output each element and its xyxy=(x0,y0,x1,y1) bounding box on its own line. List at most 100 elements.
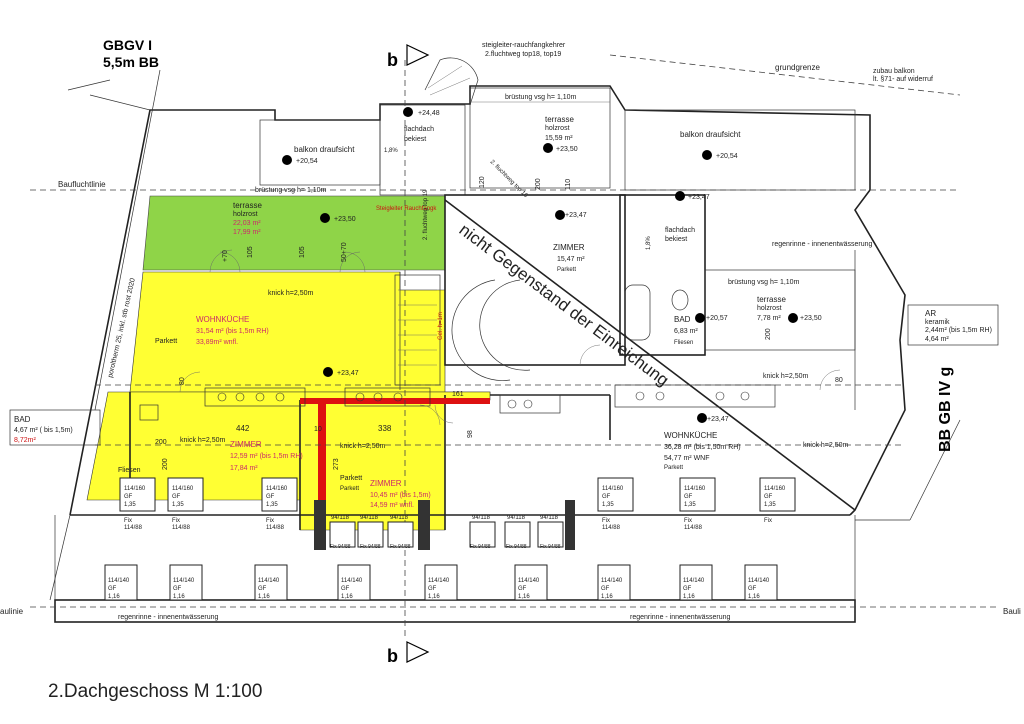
window-label-group-upper: 114/160 GF 1,35 Fix 114/88 114/160 GF 1,… xyxy=(124,486,786,531)
window-3-gf: GF xyxy=(266,494,275,500)
zimmer-left-floor: Parkett xyxy=(340,475,362,482)
window-1-fix: Fix xyxy=(124,518,132,524)
balcony-door-labels: 94/118 94/118 94/118 94/118 94/118 94/11… xyxy=(330,515,561,550)
kitchen-counter-left xyxy=(204,387,306,407)
flachdach-right-name: flachdach xyxy=(665,227,695,234)
red-column xyxy=(318,398,326,506)
window-1-gf: GF xyxy=(124,494,133,500)
chimney-mid xyxy=(418,500,430,550)
wohnkueche-right-knick1: knick h=2,50m xyxy=(763,373,808,380)
lwin-7-gf: GF xyxy=(601,586,610,592)
wohnkueche-right-knick2: knick h=2,50m xyxy=(803,442,848,449)
curved-stair2 xyxy=(479,279,531,371)
lwin-6-sill: 1,16 xyxy=(518,594,530,600)
bad-mid-area: 6,83 m² xyxy=(674,328,698,335)
window-5-fixsize: 114/88 xyxy=(684,525,703,531)
dim-338: 338 xyxy=(378,424,392,433)
diagonal-exclusion-line xyxy=(444,199,856,511)
bad-mid-level: +20,57 xyxy=(706,315,728,322)
bdoor-5-size: 94/118 xyxy=(507,515,526,521)
window-2-size: 114/160 xyxy=(172,486,194,492)
bad-mid-floor: Fliesen xyxy=(674,340,693,346)
stair-flight2-label: 2. fluchtweg top 18 xyxy=(489,159,529,199)
window-5-sill: 1,35 xyxy=(684,502,696,508)
level-c: +23,47 xyxy=(688,194,710,201)
balkon-left-level: +20,54 xyxy=(296,158,318,165)
zimmer-small-area2: 14,59 m² wnfl. xyxy=(370,502,414,509)
balkon-right-level: +20,54 xyxy=(716,153,738,160)
bdoor-6-fix: Fix 94/88 xyxy=(540,544,561,550)
terrasse-top-name: terrasse xyxy=(545,115,574,124)
lwin-4-sill: 1,16 xyxy=(341,594,353,600)
wohnkueche-right-area1: 36,28 m² (bis 1,50m RH) xyxy=(664,444,741,451)
lwin-3-gf: GF xyxy=(258,586,267,592)
lwin-9-size: 114/140 xyxy=(748,578,770,584)
window-label-group-lower: 114/140 GF 1,16 114/140 GF 1,16 114/140 … xyxy=(108,578,770,600)
kitchen-counter-mid xyxy=(344,387,431,407)
gel-label: Gel. h=1m xyxy=(438,312,444,340)
bdoor-1-size: 94/118 xyxy=(331,515,350,521)
zimmer-left-area2: 17,84 m² xyxy=(230,465,258,472)
bad-left-name: BAD xyxy=(14,415,31,424)
window-3-fix: Fix xyxy=(266,518,274,524)
lwin-5-gf: GF xyxy=(428,586,437,592)
dim-200c: 200 xyxy=(535,178,542,190)
balcony-note-2: lt. §71- auf widerruf xyxy=(873,76,933,83)
bdoor-1-fix: Fix 94/88 xyxy=(330,544,351,550)
bdoor-2-fix: Fix 94/88 xyxy=(360,544,381,550)
right-slope xyxy=(909,419,961,521)
dim-200b: 200 xyxy=(162,458,169,470)
dim-80a: 80 xyxy=(179,377,186,385)
level-markers xyxy=(282,107,798,423)
lower-windows xyxy=(104,564,778,601)
level-a: +24,48 xyxy=(418,110,440,117)
window-4-sill: 1,35 xyxy=(602,502,614,508)
dim-80b: 80 xyxy=(835,377,843,384)
terrasse-top-outline xyxy=(469,87,611,189)
bdoor-5-fix: Fix 94/88 xyxy=(506,544,527,550)
curved-stair xyxy=(451,279,511,381)
grundgrenze-label: grundgrenze xyxy=(775,63,820,72)
lwin-7-size: 114/140 xyxy=(601,578,623,584)
flachdach-right-slope: 1,8% xyxy=(646,236,652,250)
baufluchtlinie-label: Baufluchtlinie xyxy=(58,180,106,189)
baulinie-right-label: Bauli xyxy=(1003,607,1021,616)
window-1-sill: 1,35 xyxy=(124,502,136,508)
lwin-5-sill: 1,16 xyxy=(428,594,440,600)
balcony-note-1: zubau balkon xyxy=(873,68,915,75)
lwin-8-gf: GF xyxy=(683,586,692,592)
dim-120: 120 xyxy=(479,176,486,188)
kitchen-counter-right xyxy=(499,394,561,414)
dim-273: 273 xyxy=(333,458,340,470)
terrasse-right-area: 7,78 m² xyxy=(757,315,781,322)
terrasse-top-level: +23,50 xyxy=(556,146,578,153)
ar-area1: 2,44m² (bis 1,5m RH) xyxy=(925,327,992,334)
section-arrow-bottom xyxy=(406,641,430,663)
lwin-2-size: 114/140 xyxy=(173,578,195,584)
stair-note-1: steigleiter-rauchfangkehrer xyxy=(482,42,566,49)
balkon-right-name: balkon draufsicht xyxy=(680,130,741,139)
terrasse-green-area1: 22,03 m² xyxy=(233,220,261,227)
corner-label-2: 5,5m BB xyxy=(103,54,159,70)
balkon-left-name: balkon draufsicht xyxy=(294,145,355,154)
window-3-sill: 1,35 xyxy=(266,502,278,508)
dim-10: 10 xyxy=(314,426,322,433)
dim-105a: 105 xyxy=(247,246,254,258)
wohnkueche-left-level: +23,47 xyxy=(337,370,359,377)
terrasse-green-area2: 17,99 m² xyxy=(233,229,261,236)
spiral-tread xyxy=(429,77,471,96)
grundgrenze-line xyxy=(609,54,961,96)
window-5-fix: Fix xyxy=(684,518,692,524)
kitchen-counter-far xyxy=(614,384,776,408)
window-1-size: 114/160 xyxy=(124,486,146,492)
bathtub xyxy=(624,284,651,341)
wohnkueche-left-area1: 31,54 m² (bis 1,5m RH) xyxy=(196,328,269,335)
drawing-title: 2.Dachgeschoss M 1:100 xyxy=(48,681,262,702)
bad-left-floor: Fliesen xyxy=(118,467,141,474)
window-4-fix: Fix xyxy=(602,518,610,524)
zimmer-small-knick: knick h=2,50m xyxy=(340,443,385,450)
lwin-1-sill: 1,16 xyxy=(108,594,120,600)
wohnkueche-left-floor: Parkett xyxy=(155,338,177,345)
terrasse-green-material: holzrost xyxy=(233,211,258,218)
spiral-stair-top xyxy=(424,57,479,106)
